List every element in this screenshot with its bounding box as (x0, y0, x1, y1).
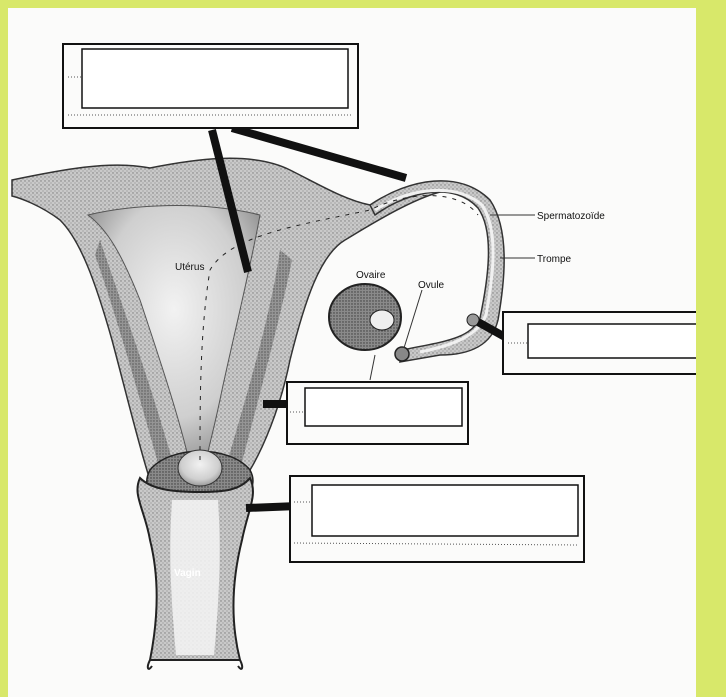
ovary-label: Ovaire (356, 270, 386, 281)
ovule-label: Ovule (418, 280, 445, 291)
reproductive-diagram: Utérus Ovaire Ovule Spermatozoïde Trompe… (8, 8, 696, 697)
answer-field-right[interactable] (528, 324, 696, 358)
ovule (395, 347, 409, 361)
ovule-leader (404, 290, 422, 348)
answer-field-top[interactable] (82, 49, 348, 108)
vagina-label: Vagin (174, 568, 201, 579)
answer-field-middle[interactable] (305, 388, 462, 426)
uterus-label: Utérus (175, 262, 204, 273)
answer-box-middle (287, 382, 468, 444)
answer-box-right (503, 312, 696, 374)
ovary-follicle (370, 310, 394, 330)
ovary-leader (370, 355, 375, 380)
cervix-os (178, 450, 222, 486)
worksheet-sheet: Utérus Ovaire Ovule Spermatozoïde Trompe… (8, 8, 696, 697)
sperm-label: Spermatozoïde (537, 211, 605, 222)
answer-field-bottom[interactable] (312, 485, 578, 536)
answer-box-bottom (290, 476, 584, 562)
answer-box-top (63, 44, 358, 128)
labia-right (238, 660, 242, 669)
labia-left (148, 660, 152, 669)
tube-label: Trompe (537, 254, 572, 265)
